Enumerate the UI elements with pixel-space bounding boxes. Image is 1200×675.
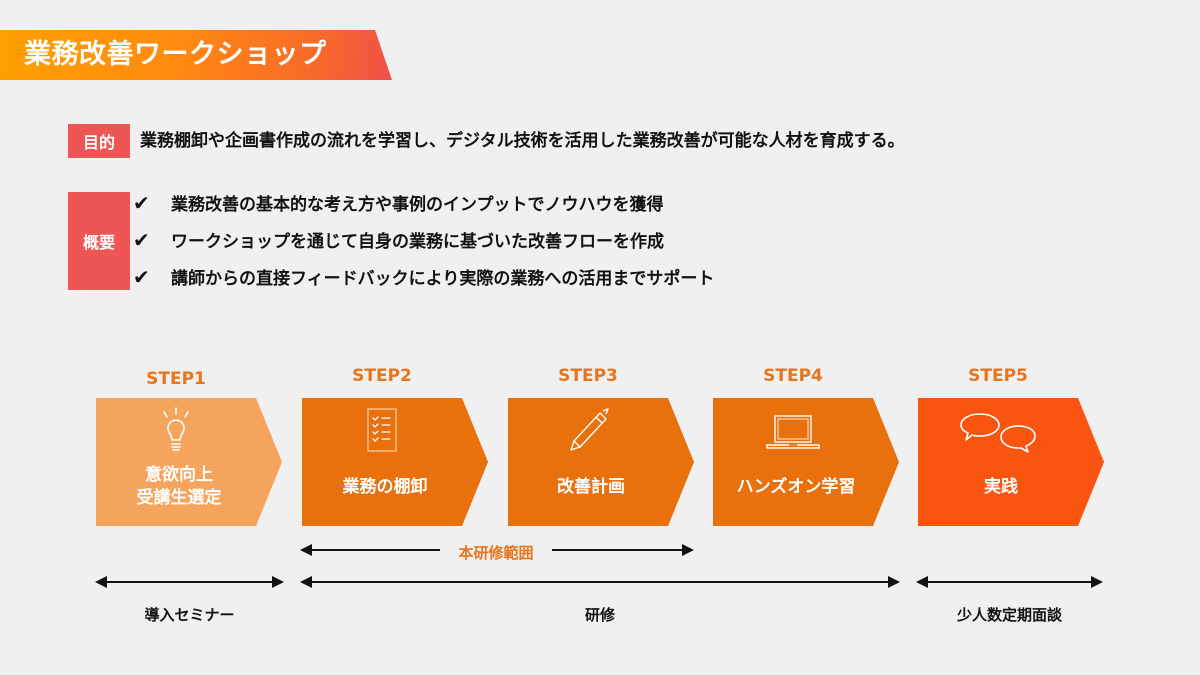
speech-bubbles-icon	[918, 406, 1078, 456]
step-label-3: STEP3	[558, 366, 618, 386]
step-4-name: ハンズオン学習	[736, 476, 856, 497]
overview-label: 概要	[68, 192, 130, 290]
step-5-chevron: 実践	[918, 398, 1104, 526]
check-icon: ✔	[133, 191, 150, 215]
page-title: 業務改善ワークショップ	[24, 39, 327, 70]
step-label-2: STEP2	[352, 366, 412, 386]
overview-item-text: 業務改善の基本的な考え方や事例のインプットでノウハウを獲得	[171, 195, 664, 215]
step-2-chevron: 業務の棚卸	[302, 398, 488, 526]
overview-item: ✔ ワークショップを通じて自身の業務に基づいた改善フローを作成	[133, 223, 714, 260]
phase-label-training: 研修	[584, 606, 615, 624]
overview-item-text: 講師からの直接フィードバックにより実際の業務への活用までサポート	[171, 269, 715, 289]
step-1-name-line2: 受講生選定	[136, 488, 222, 508]
laptop-icon	[713, 406, 873, 456]
step-label-4: STEP4	[763, 366, 823, 386]
overview-item: ✔ 業務改善の基本的な考え方や事例のインプットでノウハウを獲得	[133, 186, 714, 223]
step-3-chevron: 改善計画	[508, 398, 694, 526]
step-1-chevron: 意欲向上受講生選定	[96, 398, 282, 526]
title-banner	[0, 30, 392, 80]
follow-up-arrow	[916, 576, 1103, 588]
lightbulb-icon	[96, 406, 256, 456]
training-arrow	[300, 576, 900, 588]
check-icon: ✔	[133, 265, 150, 289]
purpose-text: 業務棚卸や企画書作成の流れを学習し、デジタル技術を活用した業務改善が可能な人材を…	[140, 131, 905, 151]
step-label-5: STEP5	[968, 366, 1028, 386]
pen-icon	[508, 406, 668, 456]
step-4-chevron: ハンズオン学習	[713, 398, 899, 526]
phase-label-intro: 導入セミナー	[144, 606, 235, 624]
step-2-name: 業務の棚卸	[342, 476, 428, 497]
overview-item-text: ワークショップを通じて自身の業務に基づいた改善フローを作成	[171, 232, 664, 252]
overview-item: ✔ 講師からの直接フィードバックにより実際の業務への活用までサポート	[133, 260, 714, 297]
checklist-icon	[302, 406, 462, 456]
step-5-name: 実践	[984, 476, 1018, 497]
step-label-1: STEP1	[146, 369, 206, 389]
scope-label: 本研修範囲	[440, 542, 552, 563]
check-icon: ✔	[133, 228, 150, 252]
overview-list: ✔ 業務改善の基本的な考え方や事例のインプットでノウハウを獲得 ✔ ワークショップを…	[133, 186, 714, 297]
intro-seminar-arrow	[95, 576, 284, 588]
step-1-name-line1: 意欲向上	[145, 465, 213, 485]
step-1-name: 意欲向上受講生選定	[96, 456, 262, 518]
step-3-name: 改善計画	[557, 476, 625, 497]
purpose-label: 目的	[68, 124, 130, 158]
phase-label-followup: 少人数定期面談	[956, 606, 1062, 624]
